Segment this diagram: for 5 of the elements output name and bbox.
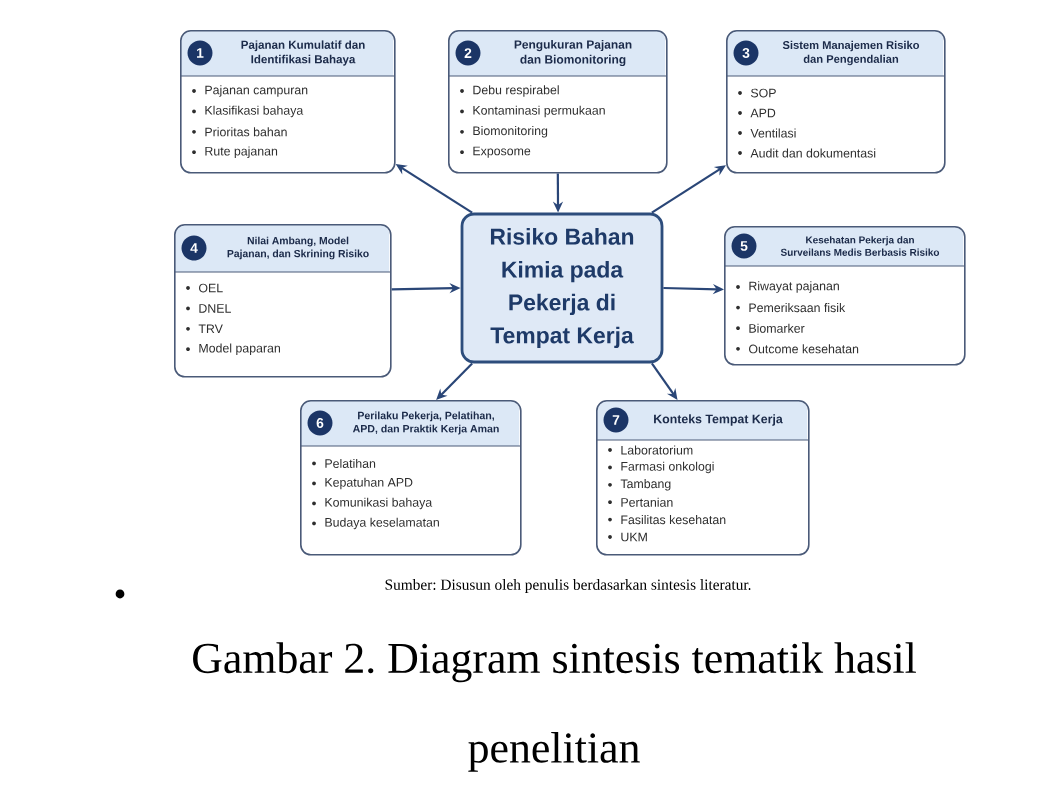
arrow xyxy=(650,362,678,400)
arrow xyxy=(436,362,473,400)
figure-caption: Gambar 2. Diagram sintesis tematik hasil penelitian xyxy=(193,642,916,772)
arrow xyxy=(651,165,726,214)
topic-box: Risiko Bahan Kimia pada Pekerja di Tempat Kerja xyxy=(460,212,664,364)
